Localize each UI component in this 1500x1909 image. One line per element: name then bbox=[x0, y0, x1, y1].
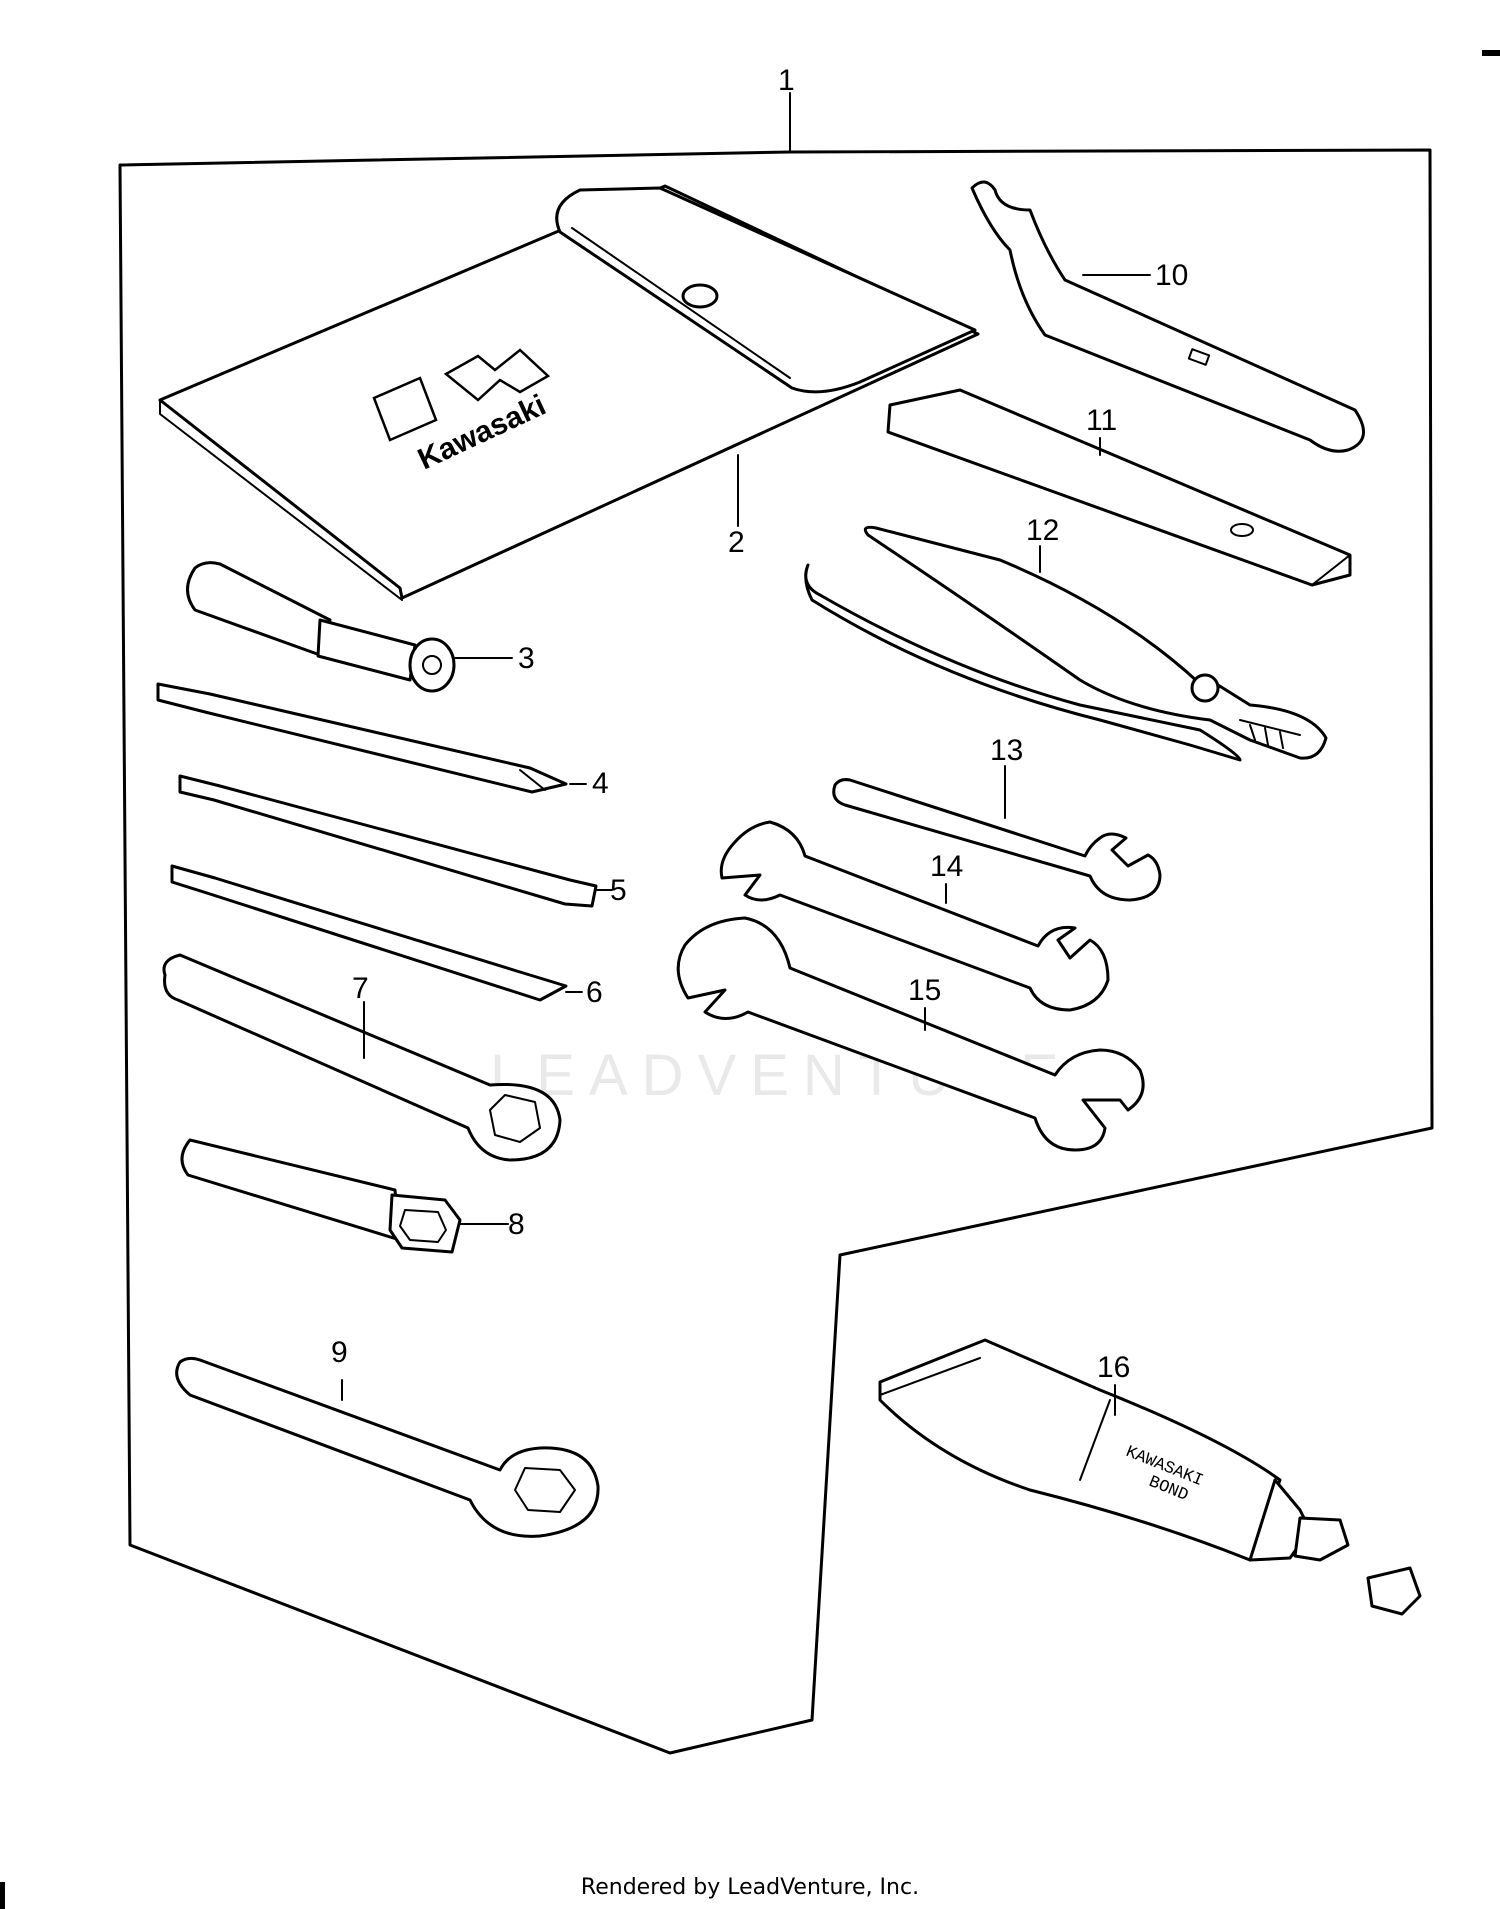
box-wrench-long bbox=[175, 1356, 600, 1538]
callout-8: 8 bbox=[508, 1208, 525, 1241]
callout-9: 9 bbox=[331, 1336, 348, 1369]
callout-14: 14 bbox=[930, 850, 963, 883]
kit-boundary-outline bbox=[118, 148, 1434, 1755]
callout-2: 2 bbox=[728, 526, 745, 559]
screwdriver-bit-phillips bbox=[156, 682, 568, 794]
open-end-wrench-medium bbox=[719, 820, 1110, 1012]
screwdriver-phillips bbox=[170, 864, 568, 1002]
callout-13: 13 bbox=[990, 734, 1023, 767]
callout-16: 16 bbox=[1097, 1351, 1130, 1384]
callout-5: 5 bbox=[610, 874, 627, 907]
box-wrench bbox=[162, 953, 562, 1162]
screwdriver-handle bbox=[186, 561, 456, 693]
kawasaki-bond-tube: KAWASAKI BOND bbox=[878, 1338, 1422, 1616]
corner-mark-top bbox=[1482, 50, 1500, 56]
flat-bar-tool bbox=[886, 388, 1352, 587]
callout-10: 10 bbox=[1155, 259, 1188, 292]
hook-spanner-wrench bbox=[970, 180, 1365, 453]
slip-joint-pliers bbox=[804, 525, 1328, 762]
callout-6: 6 bbox=[586, 976, 603, 1009]
screwdriver-flat bbox=[178, 774, 598, 908]
callout-leaders bbox=[341, 92, 1151, 1416]
tool-pouch: Kawasaki bbox=[158, 184, 980, 601]
callout-3: 3 bbox=[518, 642, 535, 675]
pouch-snap-button bbox=[681, 283, 719, 309]
open-end-wrench-large bbox=[676, 916, 1145, 1152]
callout-4: 4 bbox=[592, 767, 609, 800]
spark-plug-socket bbox=[180, 1138, 462, 1254]
corner-mark-bottom bbox=[0, 1882, 5, 1909]
callout-1: 1 bbox=[778, 64, 795, 97]
open-end-wrench-small bbox=[832, 778, 1162, 902]
callout-11: 11 bbox=[1086, 404, 1117, 437]
callout-12: 12 bbox=[1026, 514, 1059, 547]
callout-numbers: 1 2 3 4 5 6 7 8 9 10 11 12 13 14 15 16 bbox=[331, 64, 1188, 1384]
callout-15: 15 bbox=[908, 974, 941, 1007]
footer-credit: Rendered by LeadVenture, Inc. bbox=[580, 1875, 920, 1900]
callout-7: 7 bbox=[352, 972, 369, 1005]
